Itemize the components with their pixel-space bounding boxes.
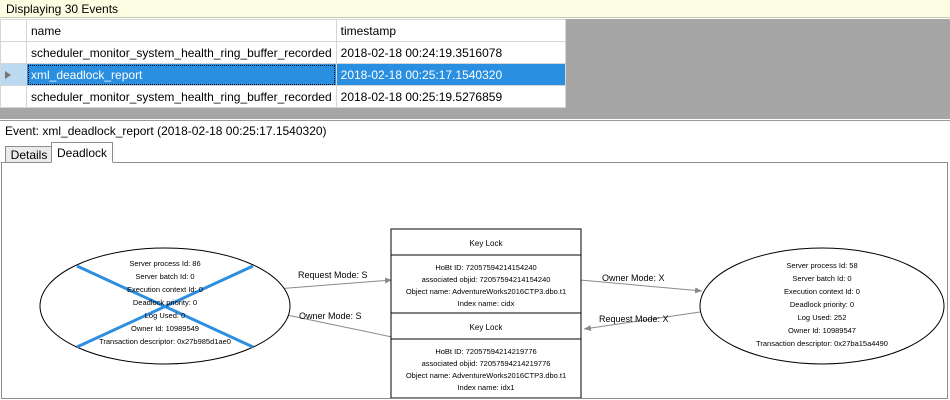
events-banner: Displaying 30 Events <box>0 0 950 18</box>
edge-label-owner-mode-s: Owner Mode: S <box>299 311 362 321</box>
cell-name[interactable]: scheduler_monitor_system_health_ring_buf… <box>26 85 337 108</box>
process-right-line-1: Server batch Id: 0 <box>792 274 851 283</box>
node-resource-bottom[interactable]: Key Lock HoBt ID: 72057594214219776 asso… <box>390 312 582 398</box>
process-left-line-6: Transaction descriptor: 0x27b985d1ae0 <box>99 337 231 346</box>
resource-bottom-line-0: HoBt ID: 72057594214219776 <box>435 347 536 356</box>
process-right-line-3: Deadlock priority: 0 <box>790 300 854 309</box>
events-grid-container[interactable]: name timestamp scheduler_monitor_system_… <box>0 19 950 119</box>
table-row[interactable]: scheduler_monitor_system_health_ring_buf… <box>0 41 566 64</box>
edge-owner-mode-x[interactable]: Owner Mode: X <box>579 273 703 294</box>
cell-name[interactable]: scheduler_monitor_system_health_ring_buf… <box>26 41 337 64</box>
resource-top-line-1: associated objid: 72057594214154240 <box>422 275 551 284</box>
victim-cross-icon <box>76 264 254 349</box>
resource-top-line-0: HoBt ID: 72057594214154240 <box>435 263 536 272</box>
process-left-line-1: Server batch Id: 0 <box>135 272 194 281</box>
events-count-label: Displaying 30 Events <box>6 1 119 16</box>
resource-top-title: Key Lock <box>470 239 504 248</box>
deadlock-graph-panel[interactable]: Request Mode: S Owner Mode: X Owner Mode… <box>1 162 948 399</box>
edge-request-mode-x[interactable]: Request Mode: X <box>583 311 701 331</box>
row-selector[interactable] <box>0 85 27 108</box>
edge-label-request-mode-x: Request Mode: X <box>599 314 669 324</box>
edge-owner-mode-s[interactable]: Owner Mode: S <box>281 311 393 338</box>
event-detail-label: Event: xml_deadlock_report (2018-02-18 0… <box>5 124 327 138</box>
resource-top-line-3: Index name: cidx <box>458 299 515 308</box>
process-right-line-2: Execution context Id: 0 <box>784 287 860 296</box>
tab-deadlock[interactable]: Deadlock <box>51 142 113 163</box>
process-left-line-2: Execution context Id: 0 <box>127 285 203 294</box>
column-header-timestamp[interactable]: timestamp <box>335 19 566 42</box>
process-right-line-5: Owner Id: 10989547 <box>788 326 856 335</box>
cell-timestamp[interactable]: 2018-02-18 00:24:19.3516078 <box>335 41 566 64</box>
row-selector[interactable] <box>0 41 27 64</box>
row-selector-header <box>0 19 27 42</box>
node-process-right[interactable]: Server process Id: 58 Server batch Id: 0… <box>699 247 945 365</box>
table-row[interactable]: xml_deadlock_report 2018-02-18 00:25:17.… <box>0 63 566 86</box>
current-row-arrow-icon <box>5 71 11 80</box>
resource-bottom-line-1: associated objid: 72057594214219776 <box>422 359 551 368</box>
process-left-line-4: Log Used: 0 <box>145 311 185 320</box>
edge-request-mode-s[interactable]: Request Mode: S <box>275 270 393 290</box>
table-header-row: name timestamp <box>0 19 566 42</box>
column-header-name[interactable]: name <box>26 19 337 42</box>
edge-label-request-mode-s: Request Mode: S <box>298 270 368 280</box>
process-right-line-4: Log Used: 252 <box>798 313 847 322</box>
process-right-line-6: Transaction descriptor: 0x27ba15a4490 <box>756 339 888 348</box>
process-left-line-5: Owner Id: 10989549 <box>131 324 199 333</box>
node-resource-top[interactable]: Key Lock HoBt ID: 72057594214154240 asso… <box>390 228 582 315</box>
process-right-line-0: Server process Id: 58 <box>786 261 857 270</box>
cell-timestamp[interactable]: 2018-02-18 00:25:17.1540320 <box>335 63 566 86</box>
process-left-line-0: Server process Id: 86 <box>129 259 200 268</box>
edge-label-owner-mode-x: Owner Mode: X <box>602 273 665 283</box>
event-detail-header: Event: xml_deadlock_report (2018-02-18 0… <box>0 120 950 141</box>
cell-timestamp[interactable]: 2018-02-18 00:25:19.5276859 <box>335 85 566 108</box>
tab-details[interactable]: Details <box>5 146 53 163</box>
node-process-left[interactable]: Server process Id: 86 Server batch Id: 0… <box>39 247 291 365</box>
row-selector[interactable] <box>0 63 27 86</box>
deadlock-graph-svg[interactable]: Request Mode: S Owner Mode: X Owner Mode… <box>2 163 947 398</box>
resource-bottom-line-2: Object name: AdventureWorks2016CTP3.dbo.… <box>406 371 566 380</box>
cell-name[interactable]: xml_deadlock_report <box>26 63 337 86</box>
table-row[interactable]: scheduler_monitor_system_health_ring_buf… <box>0 85 566 108</box>
resource-bottom-title: Key Lock <box>470 323 504 332</box>
resource-bottom-line-3: Index name: idx1 <box>457 383 514 392</box>
process-left-line-3: Deadlock priority: 0 <box>133 298 197 307</box>
detail-tabstrip[interactable]: Details Deadlock <box>0 141 950 163</box>
events-grid[interactable]: name timestamp scheduler_monitor_system_… <box>0 19 566 108</box>
resource-top-line-2: Object name: AdventureWorks2016CTP3.dbo.… <box>406 287 566 296</box>
